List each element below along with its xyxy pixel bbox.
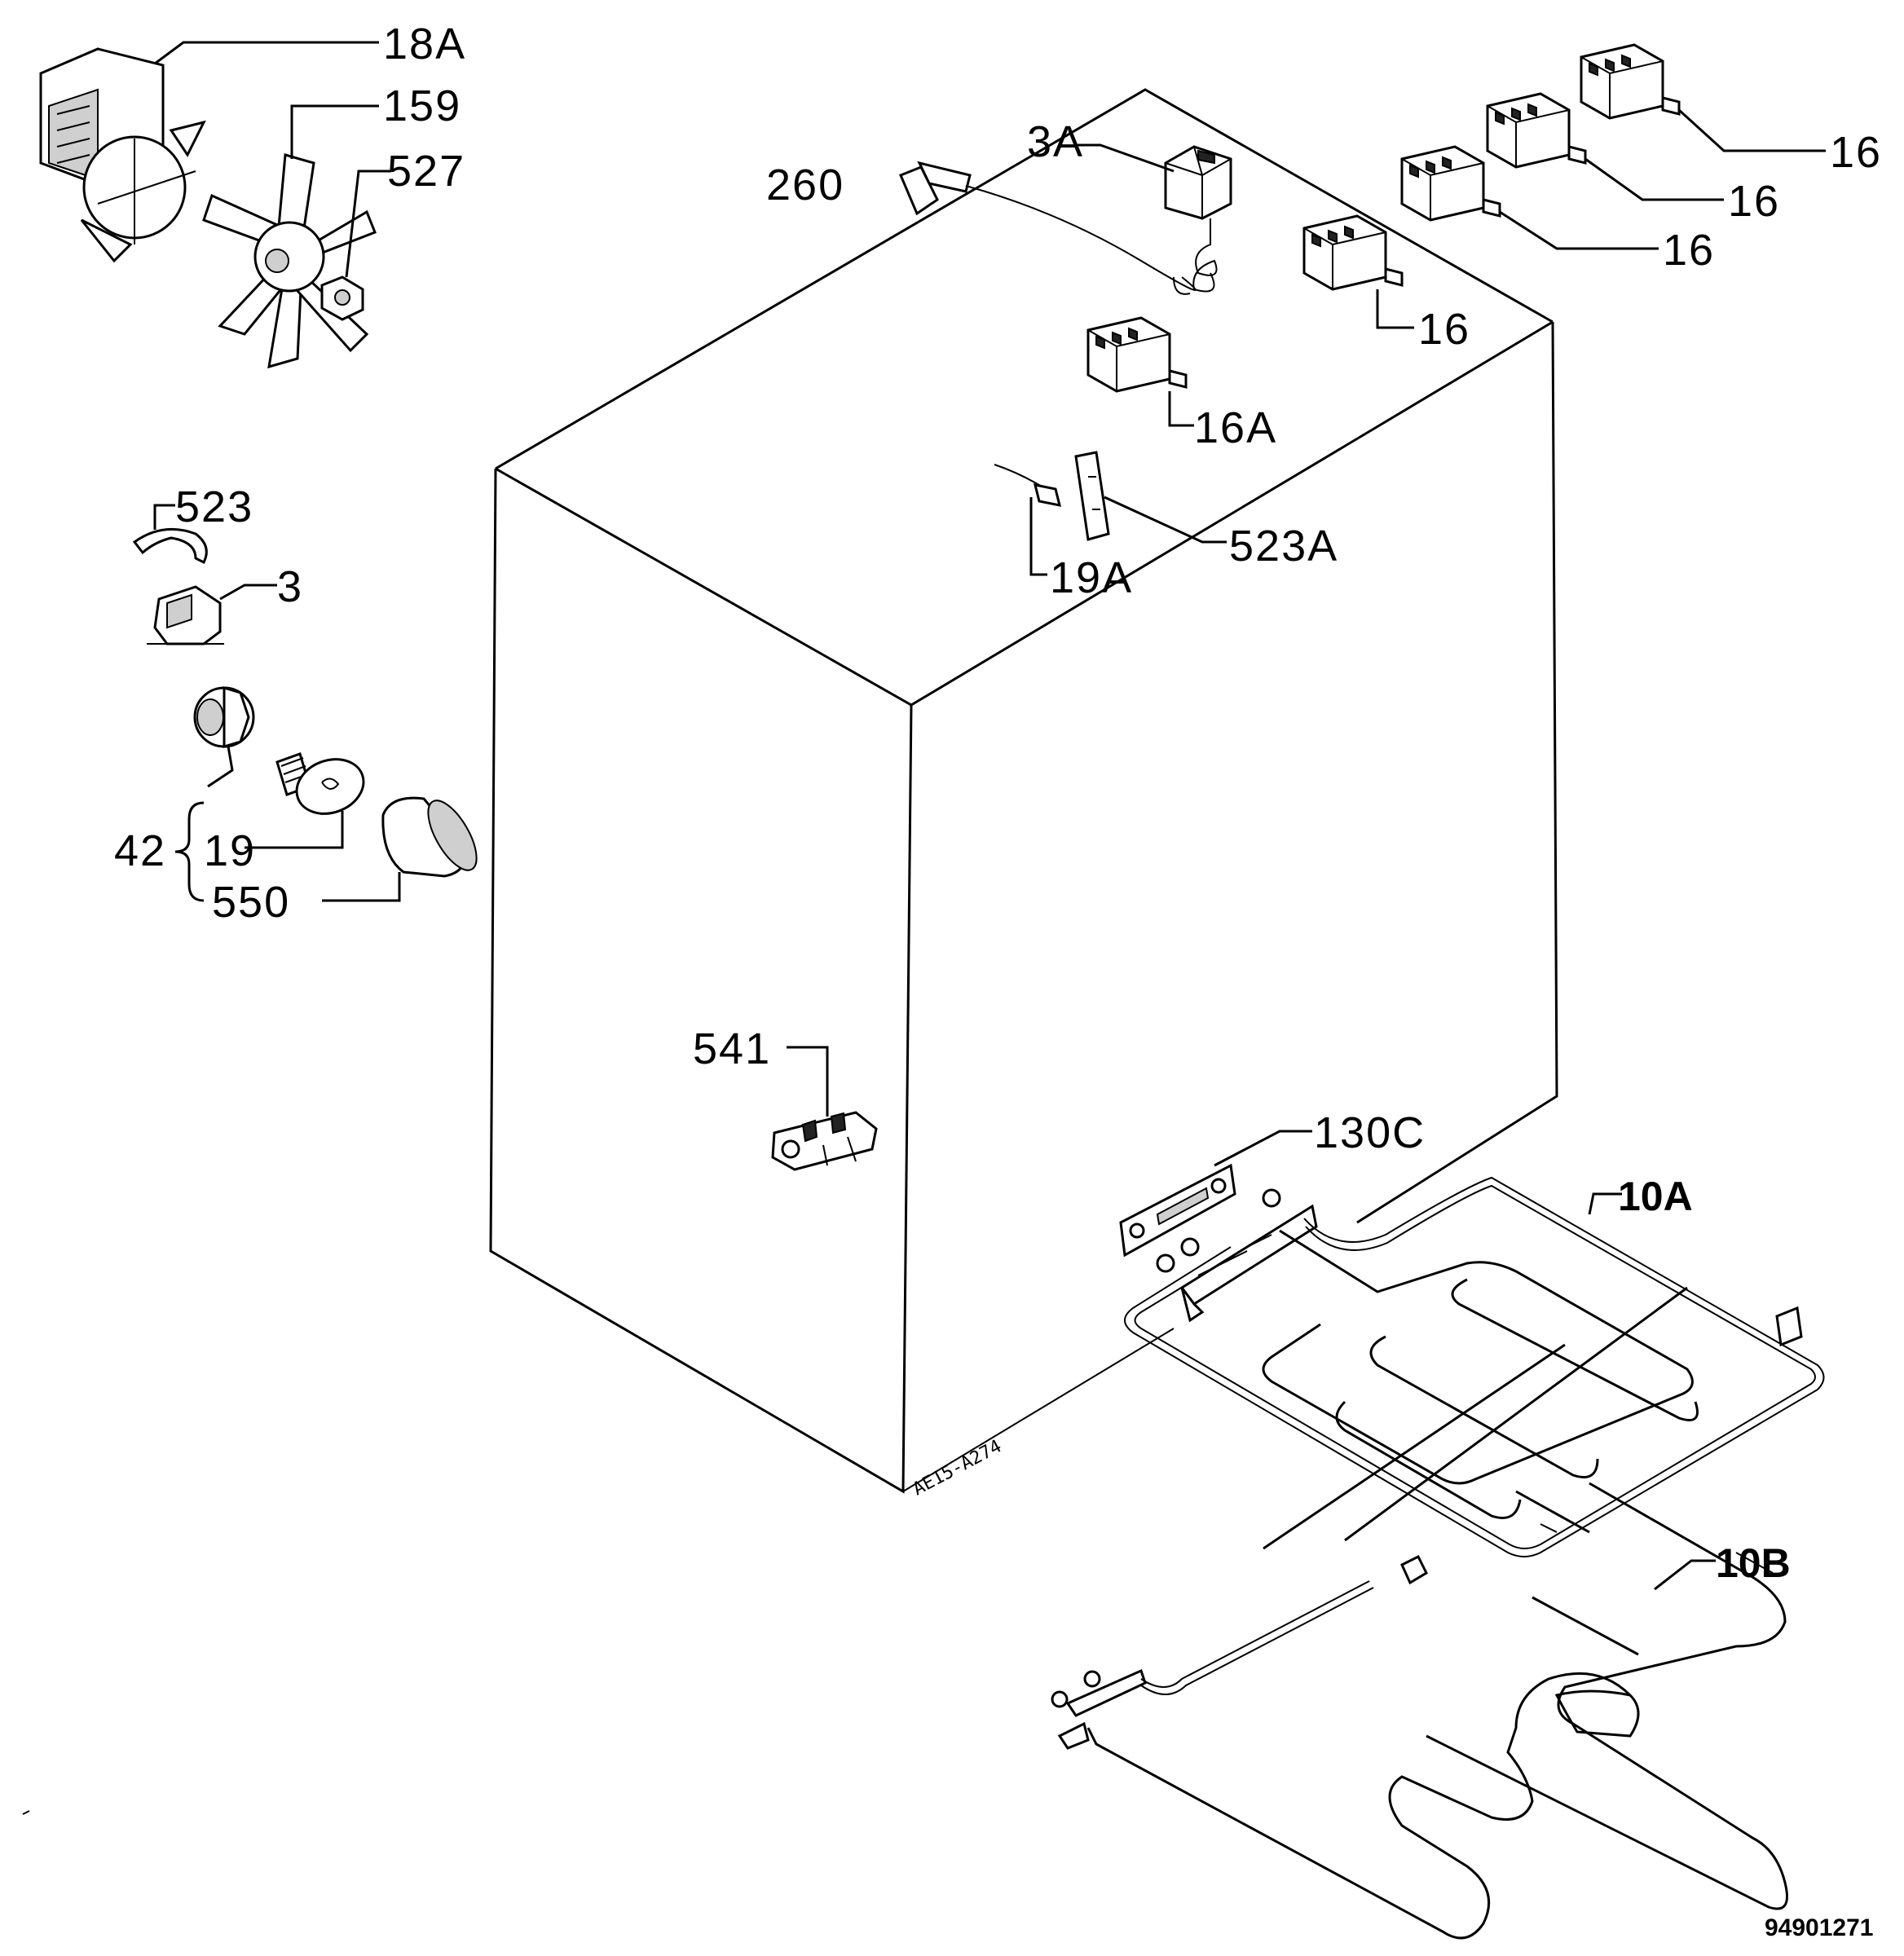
clip-523 — [132, 527, 208, 565]
switch-16-c — [1400, 145, 1501, 222]
label-10B: 10B — [1716, 1540, 1791, 1586]
leader-19A — [1029, 497, 1047, 576]
label-16A: 16A — [1194, 403, 1277, 452]
leader-16A — [1168, 391, 1194, 427]
hinge-541 — [771, 1111, 878, 1171]
label-260: 260 — [766, 161, 844, 209]
label-523A: 523A — [1229, 522, 1338, 570]
label-159: 159 — [383, 82, 461, 130]
thermostat-3 — [147, 585, 224, 645]
label-527: 527 — [387, 147, 465, 196]
bulb-19 — [275, 752, 365, 815]
probe-260 — [899, 161, 1197, 291]
label-523: 523 — [175, 482, 253, 531]
label-16-a: 16 — [1830, 128, 1882, 177]
leader-16-c — [1499, 210, 1659, 250]
leader-19 — [245, 811, 344, 849]
lamp-holder-42 — [193, 685, 255, 749]
leader-550 — [322, 872, 401, 902]
sensor-19A — [994, 464, 1062, 507]
leader-527 — [345, 170, 391, 278]
leader-16-a — [1677, 108, 1826, 152]
document-number: 94901271 — [1765, 1914, 1873, 1941]
fan-motor-18A — [39, 47, 206, 263]
label-19A: 19A — [1050, 553, 1133, 602]
label-16-b: 16 — [1728, 177, 1780, 226]
leader-10A — [1588, 1192, 1622, 1215]
leader-523A — [1104, 496, 1227, 544]
fan-blade-159 — [202, 153, 377, 369]
bottom-element-10B — [1051, 1482, 1788, 1940]
nut-527 — [320, 275, 364, 321]
cabinet-code: AE15-A274 — [910, 1436, 1005, 1500]
label-3: 3 — [277, 562, 303, 611]
leader-10B — [1654, 1559, 1716, 1591]
leader-3A — [1076, 143, 1175, 173]
leader-42 — [207, 746, 234, 788]
label-19: 19 — [204, 826, 256, 875]
label-550: 550 — [212, 878, 290, 927]
grill-element-10A — [1124, 1176, 1825, 1557]
leader-16-d — [1376, 289, 1414, 329]
thermostat-3A — [1164, 145, 1232, 295]
switch-16-a — [1580, 43, 1681, 120]
leader-3 — [219, 584, 277, 601]
label-42: 42 — [114, 826, 166, 875]
switch-16A — [1086, 316, 1188, 393]
leader-18A — [154, 41, 379, 65]
clip-523A — [1074, 451, 1110, 541]
label-16-c: 16 — [1663, 226, 1715, 275]
leader-130C — [1214, 1130, 1312, 1167]
leader-159 — [290, 104, 379, 159]
switch-16-d — [1302, 214, 1404, 291]
leader-541 — [787, 1046, 829, 1117]
label-3A: 3A — [1027, 117, 1084, 166]
label-18A: 18A — [383, 20, 466, 68]
lens-cover-550 — [381, 796, 478, 878]
label-16-d: 16 — [1418, 305, 1470, 354]
bracket-130C — [1119, 1163, 1236, 1258]
brace-42 — [174, 801, 205, 902]
label-541: 541 — [693, 1024, 771, 1073]
label-10A: 10A — [1618, 1174, 1693, 1219]
leader-16-b — [1584, 157, 1724, 201]
label-130C: 130C — [1314, 1108, 1426, 1157]
leader-523 — [153, 504, 175, 530]
oven-cabinet — [489, 88, 1558, 1494]
stray-mark — [22, 1810, 30, 1815]
switch-16-b — [1486, 92, 1587, 169]
